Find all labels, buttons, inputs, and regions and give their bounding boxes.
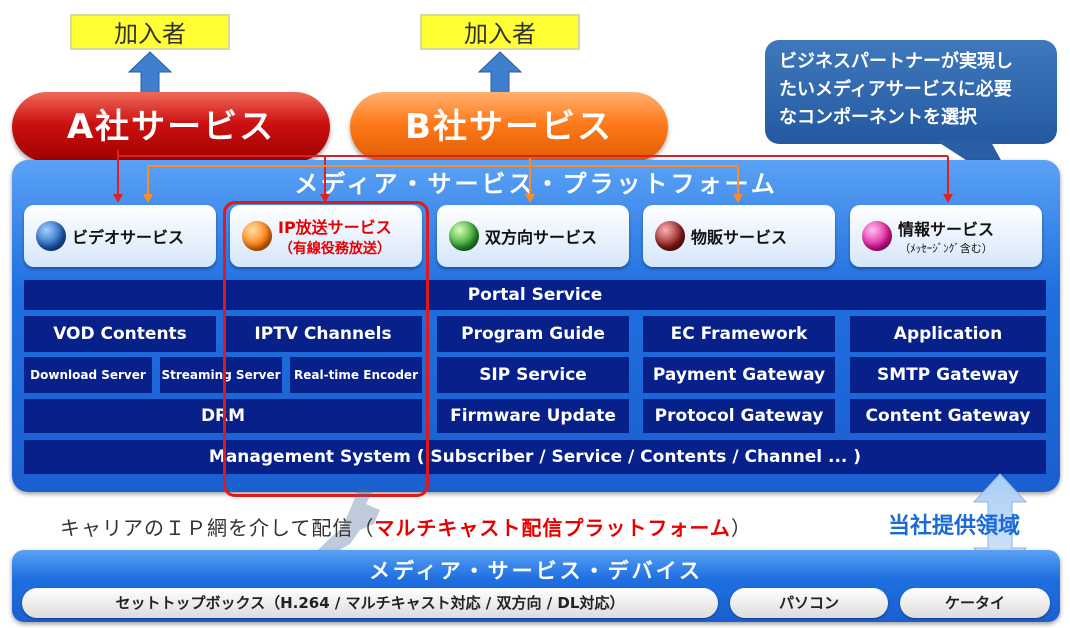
protocol-gateway: Protocol Gateway bbox=[643, 399, 835, 433]
service-card-information: 情報サービス （ﾒｯｾｰｼﾞﾝｸﾞ含む） bbox=[850, 205, 1042, 267]
smtp-gateway: SMTP Gateway bbox=[850, 357, 1046, 393]
callout-line: たいメディアサービスに必要 bbox=[779, 79, 1012, 100]
service-card-label: 情報サービス bbox=[898, 220, 995, 239]
delivery-caption: キャリアのＩＰ網を介して配信（マルチキャスト配信プラットフォーム） bbox=[60, 512, 752, 541]
callout-bubble: ビジネスパートナーが実現し たいメディアサービスに必要 なコンポーネントを選択 bbox=[765, 40, 1057, 144]
vod-contents: VOD Contents bbox=[24, 316, 216, 352]
ec-framework: EC Framework bbox=[643, 316, 835, 352]
device-stb: セットトップボックス（H.264 / マルチキャスト対応 / 双方向 / DL対… bbox=[22, 588, 718, 618]
platform-title: メディア・サービス・プラットフォーム bbox=[294, 170, 778, 198]
callout-line: なコンポーネントを選択 bbox=[779, 107, 977, 128]
delivery-highlight: マルチキャスト配信プラットフォーム bbox=[374, 516, 731, 540]
green-orb-icon bbox=[449, 221, 479, 251]
sip-service: SIP Service bbox=[437, 357, 629, 393]
service-card-interactive: 双方向サービス bbox=[437, 205, 629, 267]
provided-area-label: 当社提供領域 bbox=[888, 514, 1021, 539]
ip-broadcast-highlight-frame bbox=[223, 201, 429, 497]
company-a-service: A社サービス bbox=[12, 92, 330, 162]
service-card-sub: （ﾒｯｾｰｼﾞﾝｸﾞ含む） bbox=[899, 242, 993, 255]
callout-line: ビジネスパートナーが実現し bbox=[779, 51, 1013, 72]
company-b-service: B社サービス bbox=[350, 92, 668, 162]
pink-orb-icon bbox=[862, 221, 892, 251]
program-guide: Program Guide bbox=[437, 316, 629, 352]
delivery-prefix: キャリアのＩＰ網を介して配信（ bbox=[60, 516, 375, 540]
subscriber-box-b: 加入者 bbox=[420, 14, 580, 50]
firmware-update: Firmware Update bbox=[437, 399, 629, 433]
service-card-label: 物販サービス bbox=[691, 228, 788, 247]
service-card-video: ビデオサービス bbox=[24, 205, 216, 267]
device-mobile: ケータイ bbox=[900, 588, 1050, 618]
content-gateway: Content Gateway bbox=[850, 399, 1046, 433]
service-card-label: IP放送サービス bbox=[278, 218, 392, 237]
iptv-channels: IPTV Channels bbox=[224, 316, 422, 352]
application: Application bbox=[850, 316, 1046, 352]
device-pc: パソコン bbox=[730, 588, 888, 618]
service-card-label: ビデオサービス bbox=[72, 228, 185, 247]
up-arrow-icon bbox=[127, 51, 173, 94]
red-orb-icon bbox=[655, 221, 685, 251]
orange-orb-icon bbox=[242, 221, 272, 251]
service-card-retail: 物販サービス bbox=[643, 205, 835, 267]
payment-gateway: Payment Gateway bbox=[643, 357, 835, 393]
delivery-suffix: ） bbox=[730, 516, 752, 540]
device-title: メディア・サービス・デバイス bbox=[369, 559, 703, 583]
service-card-ip-broadcast: IP放送サービス （有線役務放送） bbox=[230, 205, 422, 267]
realtime-encoder: Real-time Encoder bbox=[290, 357, 422, 393]
streaming-server: Streaming Server bbox=[160, 357, 282, 393]
download-server: Download Server bbox=[24, 357, 152, 393]
subscriber-box-a: 加入者 bbox=[70, 14, 230, 50]
blue-orb-icon bbox=[36, 221, 66, 251]
portal-service: Portal Service bbox=[24, 280, 1046, 310]
management-system: Management System ( Subscriber / Service… bbox=[24, 440, 1046, 474]
service-card-label: 双方向サービス bbox=[485, 228, 598, 247]
service-card-sub: （有線役務放送） bbox=[278, 241, 391, 257]
up-arrow-icon bbox=[477, 51, 523, 94]
